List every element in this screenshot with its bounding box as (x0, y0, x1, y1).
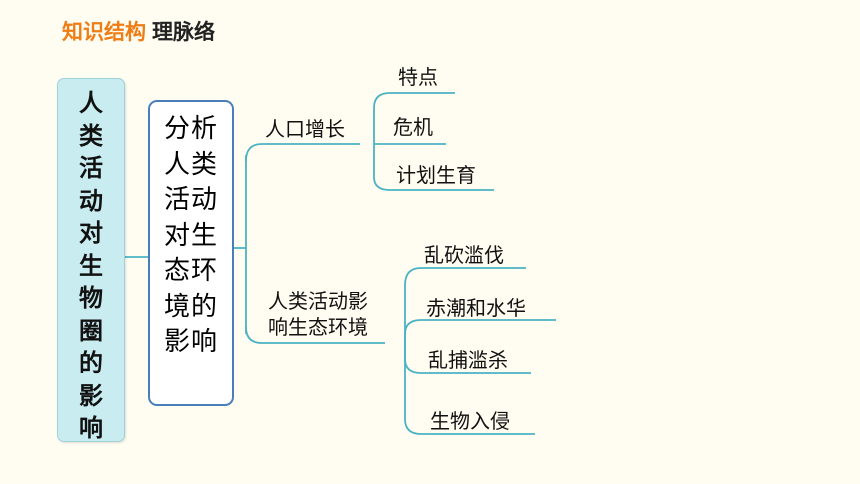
root-char: 圈 (79, 316, 103, 345)
branch-label-line: 响生态环境 (268, 315, 368, 339)
topic-node: 分析 人类 活动 对生 态环 境的 影响 (148, 100, 234, 406)
root-char: 的 (79, 349, 103, 377)
leaf-label: 乱砍滥伐 (424, 243, 504, 267)
connector-leaf-2-4 (404, 343, 535, 435)
root-char: 生 (79, 251, 103, 280)
section-subtitle: 理脉络 (152, 20, 215, 44)
root-char: 人 (79, 89, 103, 117)
topic-line: 对生 (163, 220, 218, 251)
leaf-label: 赤潮和水华 (426, 296, 526, 320)
branch-label-line: 人类活动影 (268, 289, 368, 313)
header: 知识结构理脉络 (62, 16, 215, 46)
branch-label-population: 人口增长 (265, 117, 345, 141)
topic-line: 影响 (163, 327, 218, 357)
root-char: 响 (79, 414, 103, 442)
root-char: 对 (79, 219, 103, 247)
leaf-label: 乱捕滥杀 (428, 348, 508, 372)
leaf-label: 特点 (398, 65, 438, 89)
topic-line: 态环 (163, 256, 218, 286)
topic-line: 分析 (163, 114, 218, 144)
root-char: 动 (79, 186, 103, 215)
branch-label-human-impact: 人类活动影 响生态环境 (268, 288, 368, 340)
root-label: 人 类 活 动 对 生 物 圈 的 影 响 (58, 87, 124, 445)
leaf-label: 危机 (393, 115, 433, 139)
leaf-label: 计划生育 (396, 163, 476, 187)
root-char: 物 (79, 284, 103, 312)
topic-line: 人类 (163, 149, 218, 180)
connector-branch-2 (245, 326, 385, 344)
connector-leaf-1-3 (373, 144, 494, 191)
connector-leaf-1-1 (373, 92, 455, 144)
leaf-label: 生物入侵 (430, 409, 510, 433)
connector-leaf-2-2 (404, 319, 556, 343)
section-label: 知识结构 (62, 20, 146, 44)
root-node: 人 类 活 动 对 生 物 圈 的 影 响 (57, 78, 125, 442)
root-char: 活 (79, 154, 103, 182)
connector-branch-1 (245, 143, 360, 162)
root-char: 影 (79, 381, 103, 410)
topic-line: 活动 (163, 185, 218, 215)
connector-leaf-2-1 (404, 267, 526, 343)
topic-line: 境的 (163, 291, 218, 322)
root-char: 类 (79, 121, 103, 150)
